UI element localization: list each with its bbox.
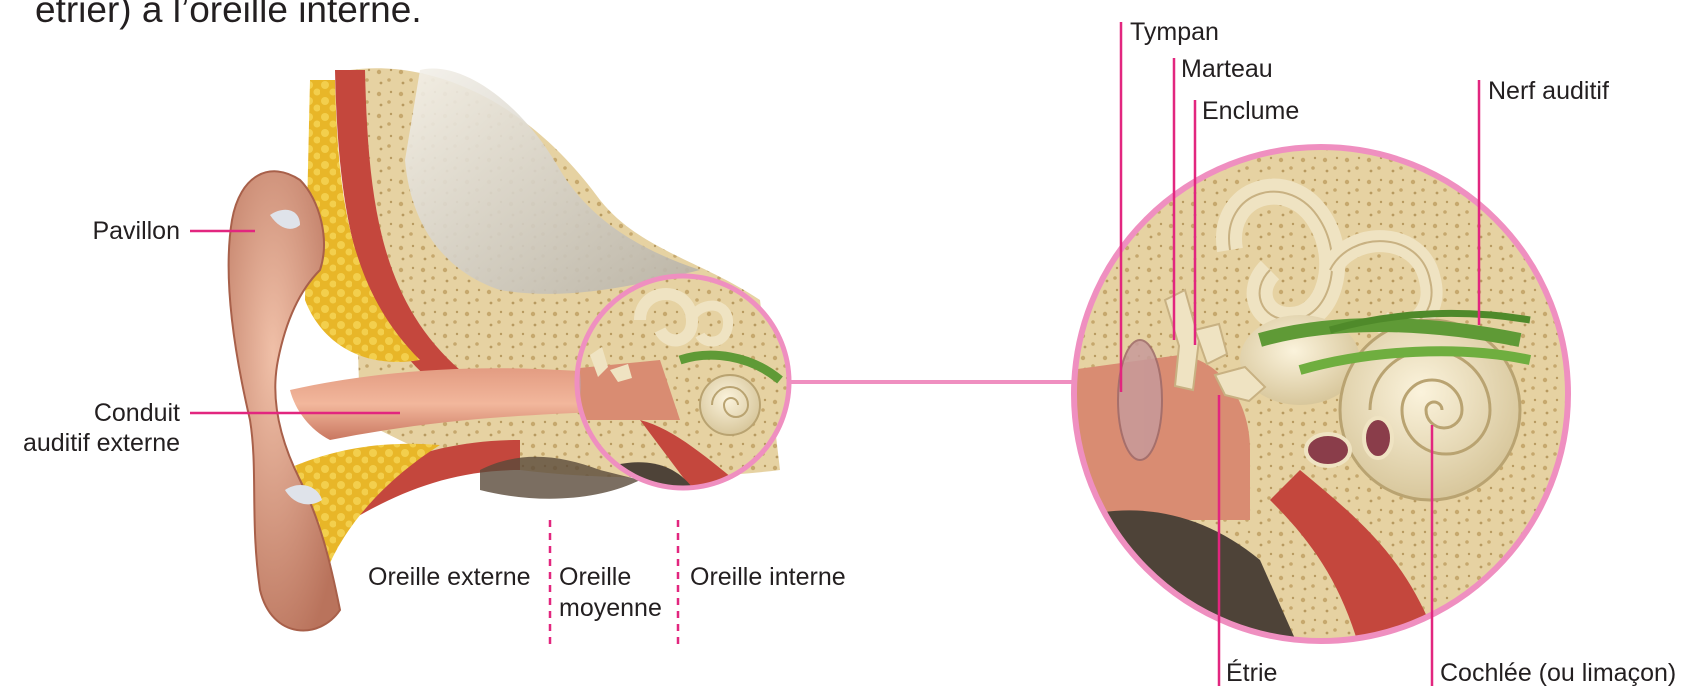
label-pavillon: Pavillon [60, 216, 180, 247]
label-oreille-moyenne-line2: moyenne [559, 593, 662, 624]
label-conduit-line1: Conduit [40, 398, 180, 429]
label-conduit-line2: auditif externe [0, 428, 180, 459]
label-marteau: Marteau [1181, 54, 1273, 85]
label-tympan: Tympan [1130, 17, 1219, 48]
label-enclume: Enclume [1202, 96, 1299, 127]
label-nerf-auditif: Nerf auditif [1488, 76, 1609, 107]
inner-ear-enlarged [1070, 140, 1580, 650]
label-oreille-externe: Oreille externe [368, 562, 531, 593]
label-oreille-interne: Oreille interne [690, 562, 846, 593]
label-oreille-moyenne-line1: Oreille [559, 562, 631, 593]
label-cochlee: Cochlée (ou limaçon) [1440, 658, 1676, 689]
label-etrier: Étrie [1226, 658, 1277, 689]
skull-surface [405, 68, 700, 293]
